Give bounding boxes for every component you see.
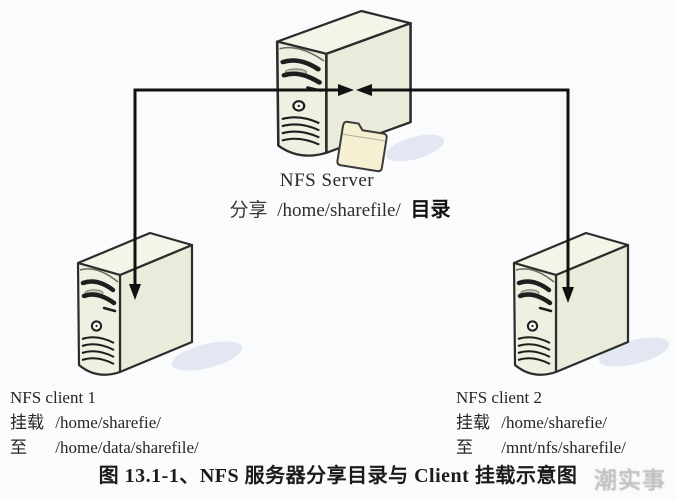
client1-mount-path: /home/sharefie/	[55, 413, 161, 432]
arrowhead-into-client1-icon	[129, 284, 141, 300]
server-name-label: NFS Server	[217, 170, 437, 192]
client1-mount-line: 挂载 /home/sharefie/	[10, 410, 270, 435]
arrow-server-client1	[133, 88, 339, 285]
figure-caption-text: 图 13.1-1、NFS 服务器分享目录与 Client 挂载示意图	[98, 465, 578, 487]
client2-to-label: 至	[456, 438, 473, 457]
share-suffix-text: 目录	[410, 199, 451, 221]
watermark-glyphs: 潮实事	[594, 468, 666, 493]
tower-shadows	[171, 134, 670, 371]
server-share-label: 分享 /home/sharefile/ 目录	[140, 193, 540, 222]
client2-target-line: 至 /mnt/nfs/sharefile/	[456, 435, 676, 460]
arrowhead-into-server-left-icon	[338, 84, 354, 96]
server-name-text: NFS Server	[279, 170, 375, 191]
client1-info: NFS client 1 挂载 /home/sharefie/ 至 /home/…	[10, 385, 270, 460]
client1-name-text: NFS client 1	[10, 388, 96, 407]
shared-folder-icon	[336, 120, 388, 173]
figure-caption: 图 13.1-1、NFS 服务器分享目录与 Client 挂载示意图	[0, 459, 676, 488]
arrowhead-into-server-right-icon	[356, 84, 372, 96]
arrow-server-client2	[371, 88, 570, 288]
client1-target-line: 至 /home/data/sharefile/	[10, 435, 270, 460]
client2-mount-path: /home/sharefie/	[501, 413, 607, 432]
client2-to-path: /mnt/nfs/sharefile/	[501, 438, 626, 457]
arrowhead-into-client2-icon	[562, 287, 574, 303]
watermark-text: 潮实事	[594, 461, 676, 495]
share-prefix-text: 分享	[229, 200, 268, 221]
client1-name: NFS client 1	[10, 385, 270, 410]
client1-to-label: 至	[10, 438, 27, 457]
client2-name-text: NFS client 2	[456, 388, 542, 407]
client2-mount-line: 挂载 /home/sharefie/	[456, 410, 676, 435]
client1-mount-label: 挂载	[10, 413, 44, 432]
client1-to-path: /home/data/sharefile/	[55, 438, 199, 457]
client2-info: NFS client 2 挂载 /home/sharefie/ 至 /mnt/n…	[456, 385, 676, 460]
share-path-text: /home/sharefile/	[277, 200, 401, 221]
client2-name: NFS client 2	[456, 385, 676, 410]
client2-mount-label: 挂载	[456, 413, 490, 432]
